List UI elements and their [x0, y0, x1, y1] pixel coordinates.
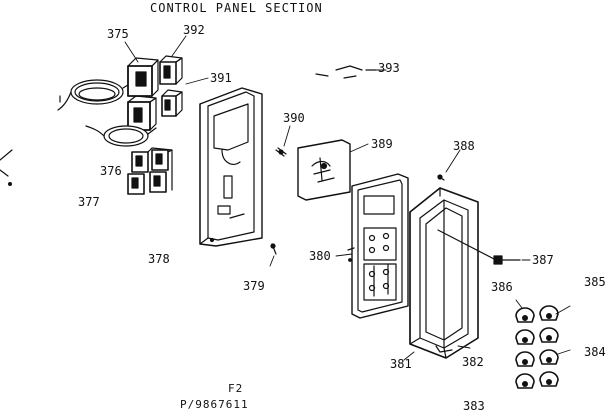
label-379: 379 — [243, 279, 265, 293]
label-377: 377 — [78, 195, 100, 209]
part-381-382-frame — [410, 188, 496, 358]
footer-part-number: P/9867611 — [180, 398, 249, 411]
label-387: 387 — [532, 253, 554, 267]
label-378: 378 — [148, 252, 170, 266]
part-379-screw — [271, 244, 276, 254]
label-386: 386 — [491, 280, 513, 294]
label-392: 392 — [183, 23, 205, 37]
label-380: 380 — [309, 249, 331, 263]
part-switch-small — [162, 90, 182, 116]
label-391: 391 — [210, 71, 232, 85]
label-385: 385 — [584, 275, 606, 289]
label-388: 388 — [453, 139, 475, 153]
label-376: 376 — [100, 164, 122, 178]
part-388-screw — [438, 175, 444, 180]
label-389: 389 — [371, 137, 393, 151]
part-380-panel — [348, 174, 408, 318]
label-383: 383 — [463, 399, 485, 413]
part-376-coil — [86, 126, 156, 146]
label-382: 382 — [462, 355, 484, 369]
label-384: 384 — [584, 345, 606, 359]
part-378-back-plate — [200, 88, 262, 246]
part-389-bracket — [298, 140, 350, 200]
part-387-clip — [494, 256, 520, 264]
label-393: 393 — [378, 61, 400, 75]
part-390-screw — [276, 148, 286, 156]
leader-lines-left — [0, 96, 60, 185]
part-392-switch — [160, 56, 182, 84]
leader-lines — [125, 36, 570, 360]
part-384-386-knobs — [516, 306, 558, 388]
diagram-title: CONTROL PANEL SECTION — [150, 1, 323, 15]
footer-code: F2 — [228, 382, 244, 395]
part-relay-upper — [128, 96, 156, 130]
label-381: 381 — [390, 357, 412, 371]
label-390: 390 — [283, 111, 305, 125]
part-375-coil — [58, 58, 158, 110]
label-375: 375 — [107, 27, 129, 41]
part-377-switch-cluster — [128, 148, 172, 194]
part-393-wire — [316, 66, 376, 78]
